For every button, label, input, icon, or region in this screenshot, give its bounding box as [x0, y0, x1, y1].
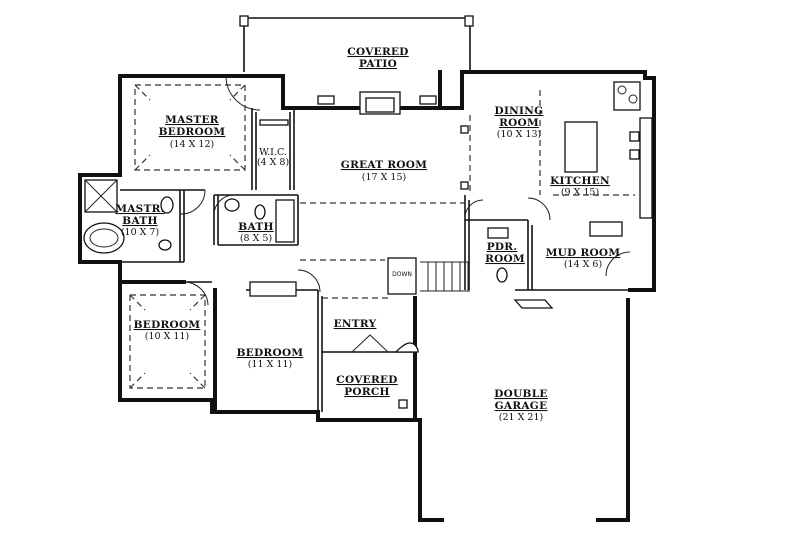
door-swings	[179, 75, 631, 353]
great-room-label: GREAT ROOM	[341, 159, 427, 171]
dining-room-label-1: DINING	[495, 105, 544, 117]
bedroom-left-label: BEDROOM	[134, 319, 201, 331]
bedroom-center-dims: (11 X 11)	[248, 359, 292, 370]
double-garage-label-1: DOUBLE	[494, 388, 547, 400]
covered-patio-label-1: COVERED	[347, 46, 408, 58]
kitchen-dims: (9 X 15)	[561, 187, 599, 198]
entry-label: ENTRY	[334, 318, 377, 330]
master-bedroom-label-2: BEDROOM	[159, 126, 226, 138]
room-labels: COVERED PATIO MASTER BEDROOM (14 X 12) W…	[115, 46, 620, 423]
covered-porch-label-2: PORCH	[344, 386, 390, 398]
stair-label: DOWN	[392, 271, 412, 278]
dining-room-label-2: ROOM	[499, 117, 539, 129]
wic-label: W.I.C.	[259, 147, 287, 158]
double-garage-label-2: GARAGE	[495, 400, 548, 412]
covered-patio-area	[239, 15, 474, 72]
mud-room-label: MUD ROOM	[546, 247, 621, 259]
bath-dims: (8 X 5)	[240, 233, 272, 244]
great-room-dims: (17 X 15)	[362, 172, 406, 183]
master-bath-label-2: BATH	[122, 215, 157, 227]
powder-room-label-1: PDR.	[487, 241, 518, 253]
fixtures	[83, 81, 653, 409]
bedroom-left-dims: (10 X 11)	[145, 331, 189, 342]
kitchen-label: KITCHEN	[550, 175, 610, 187]
master-bath-dims: (10 X 7)	[121, 227, 159, 238]
master-bedroom-label-1: MASTER	[165, 114, 219, 126]
master-bedroom-dims: (14 X 12)	[170, 139, 214, 150]
ceiling-lines	[129, 84, 635, 389]
exterior-walls	[78, 70, 656, 522]
wic-dims: (4 X 8)	[257, 157, 289, 168]
master-bath-label-1: MASTR.	[115, 203, 164, 215]
covered-patio-label-2: PATIO	[359, 58, 397, 70]
double-garage-dims: (21 X 21)	[499, 412, 543, 423]
bedroom-center-label: BEDROOM	[237, 347, 304, 359]
mud-room-dims: (14 X 6)	[564, 259, 602, 270]
powder-room-label-2: ROOM	[485, 253, 525, 265]
dining-room-dims: (10 X 13)	[497, 129, 541, 140]
bath-label: BATH	[238, 221, 273, 233]
covered-porch-label-1: COVERED	[336, 374, 397, 386]
